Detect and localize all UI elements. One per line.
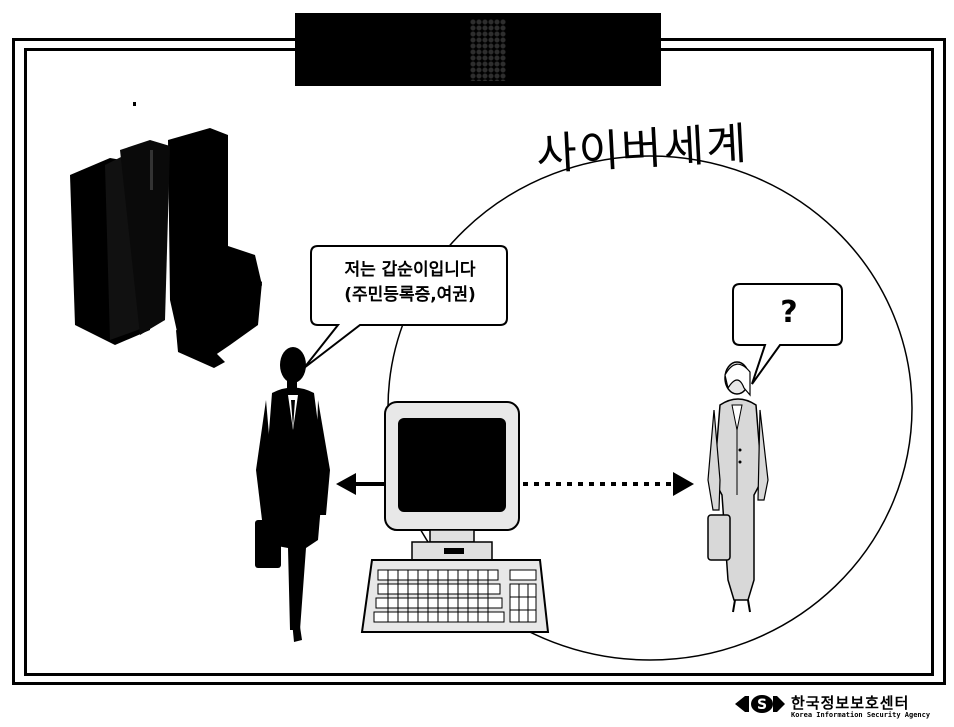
left-bubble-line2: (주민등록증,여권) — [344, 285, 476, 305]
kisa-logo-letter: S — [757, 697, 767, 713]
left-bubble-text: 저는 갑순이입니다 (주민등록증,여권) — [312, 258, 508, 308]
computer-icon — [360, 401, 550, 633]
stray-mark — [133, 102, 136, 106]
right-bubble-text: ? — [780, 295, 798, 330]
kisa-korean-name: 한국정보보호센터 — [791, 694, 910, 712]
buildings-icon — [70, 128, 262, 368]
woman-in-dark-suit-icon — [255, 347, 330, 642]
title-block — [295, 13, 661, 86]
woman-in-light-suit-icon — [707, 361, 769, 613]
kisa-logo: S 한국정보보호센터 Korea Information Security Ag… — [735, 692, 950, 724]
title-texture — [470, 19, 506, 81]
kisa-logo-mark-icon: S — [735, 695, 785, 713]
left-speech-bubble — [303, 245, 508, 369]
kisa-english-name: Korea Information Security Agency — [791, 711, 931, 719]
right-speech-bubble — [732, 283, 843, 385]
left-bubble-line1: 저는 갑순이입니다 — [344, 260, 476, 280]
dotted-arrow-icon — [512, 472, 694, 496]
